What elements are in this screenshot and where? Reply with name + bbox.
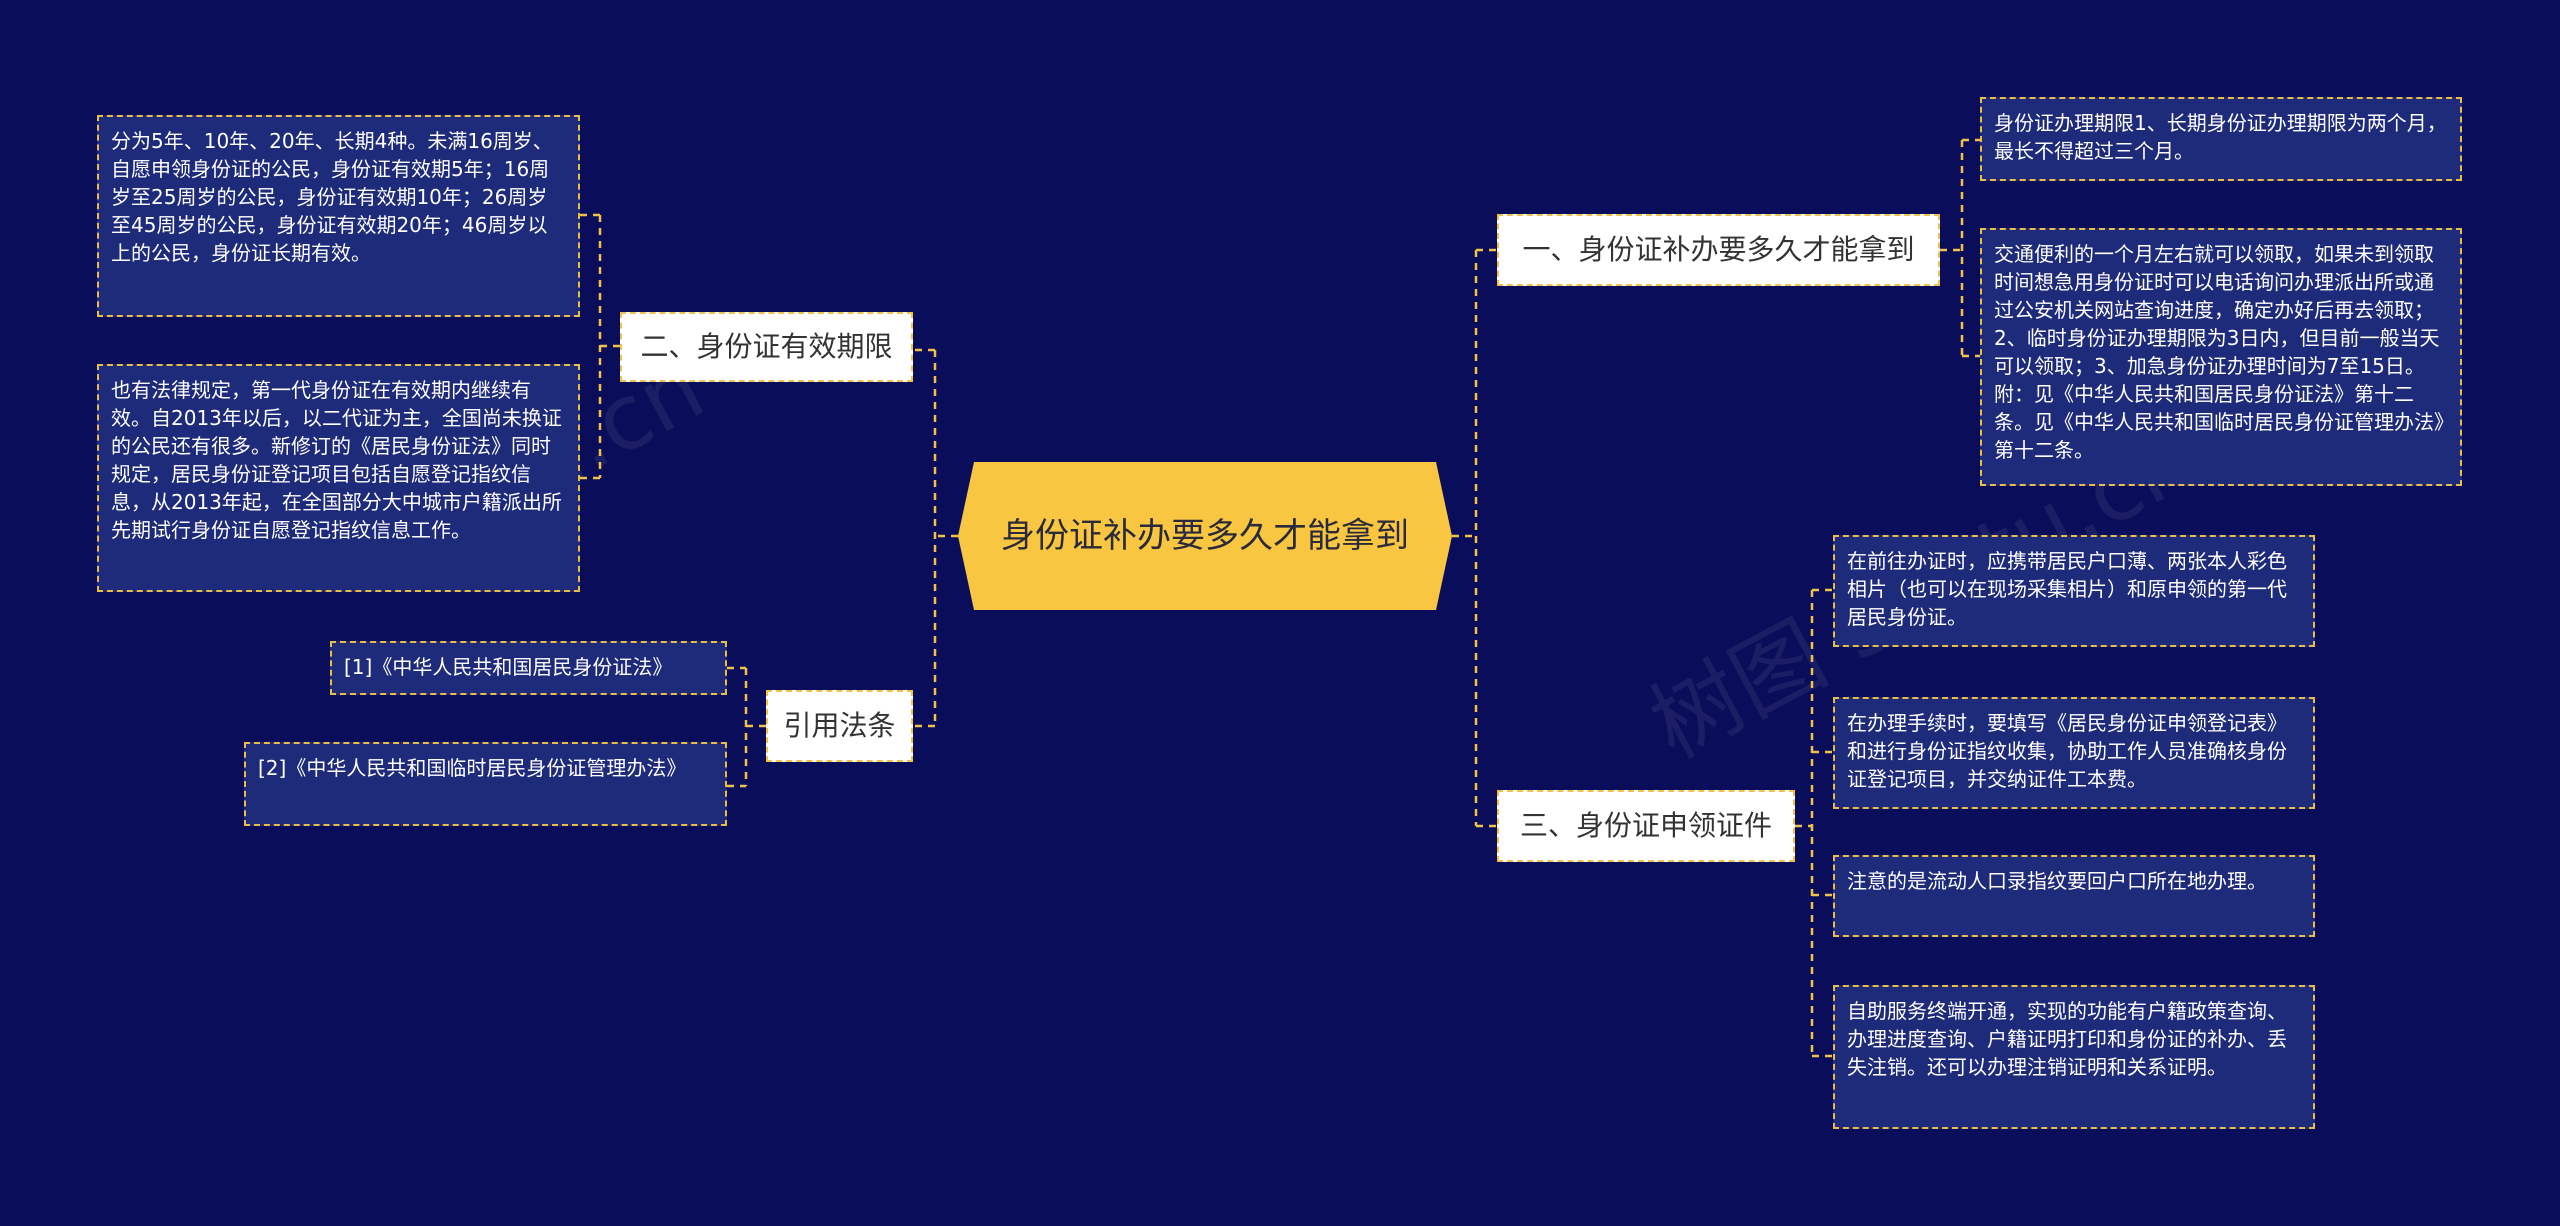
root-topic[interactable]: 身份证补办要多久才能拿到 xyxy=(958,462,1452,610)
leaf-b1-pickup-details[interactable]: 交通便利的一个月左右就可以领取，如果未到领取时间想急用身份证时可以电话询问办理派… xyxy=(1980,228,2462,486)
leaf-b2-legal-provisions[interactable]: 也有法律规定，第一代身份证在有效期内继续有效。自2013年以后，以二代证为主，全… xyxy=(97,364,580,592)
branch-valid-period[interactable]: 二、身份证有效期限 xyxy=(620,312,913,382)
branch-application-documents[interactable]: 三、身份证申领证件 xyxy=(1497,790,1795,862)
leaf-b3-procedures[interactable]: 在办理手续时，要填写《居民身份证申领登记表》和进行身份证指纹收集，协助工作人员准… xyxy=(1833,697,2315,809)
leaf-b4-law-2[interactable]: [2]《中华人民共和国临时居民身份证管理办法》 xyxy=(244,742,727,826)
leaf-b3-fingerprint-note[interactable]: 注意的是流动人口录指纹要回户口所在地办理。 xyxy=(1833,855,2315,937)
leaf-b3-required-materials[interactable]: 在前往办证时，应携带居民户口薄、两张本人彩色相片（也可以在现场采集相片）和原申领… xyxy=(1833,535,2315,647)
leaf-b1-processing-period[interactable]: 身份证办理期限1、长期身份证办理期限为两个月，最长不得超过三个月。 xyxy=(1980,97,2462,181)
leaf-b4-law-1[interactable]: [1]《中华人民共和国居民身份证法》 xyxy=(330,641,727,695)
branch-validity-time[interactable]: 一、身份证补办要多久才能拿到 xyxy=(1497,214,1940,286)
branch-cited-laws[interactable]: 引用法条 xyxy=(766,690,913,762)
leaf-b3-self-service[interactable]: 自助服务终端开通，实现的功能有户籍政策查询、办理进度查询、户籍证明打印和身份证的… xyxy=(1833,985,2315,1129)
leaf-b2-validity-categories[interactable]: 分为5年、10年、20年、长期4种。未满16周岁、自愿申领身份证的公民，身份证有… xyxy=(97,115,580,317)
